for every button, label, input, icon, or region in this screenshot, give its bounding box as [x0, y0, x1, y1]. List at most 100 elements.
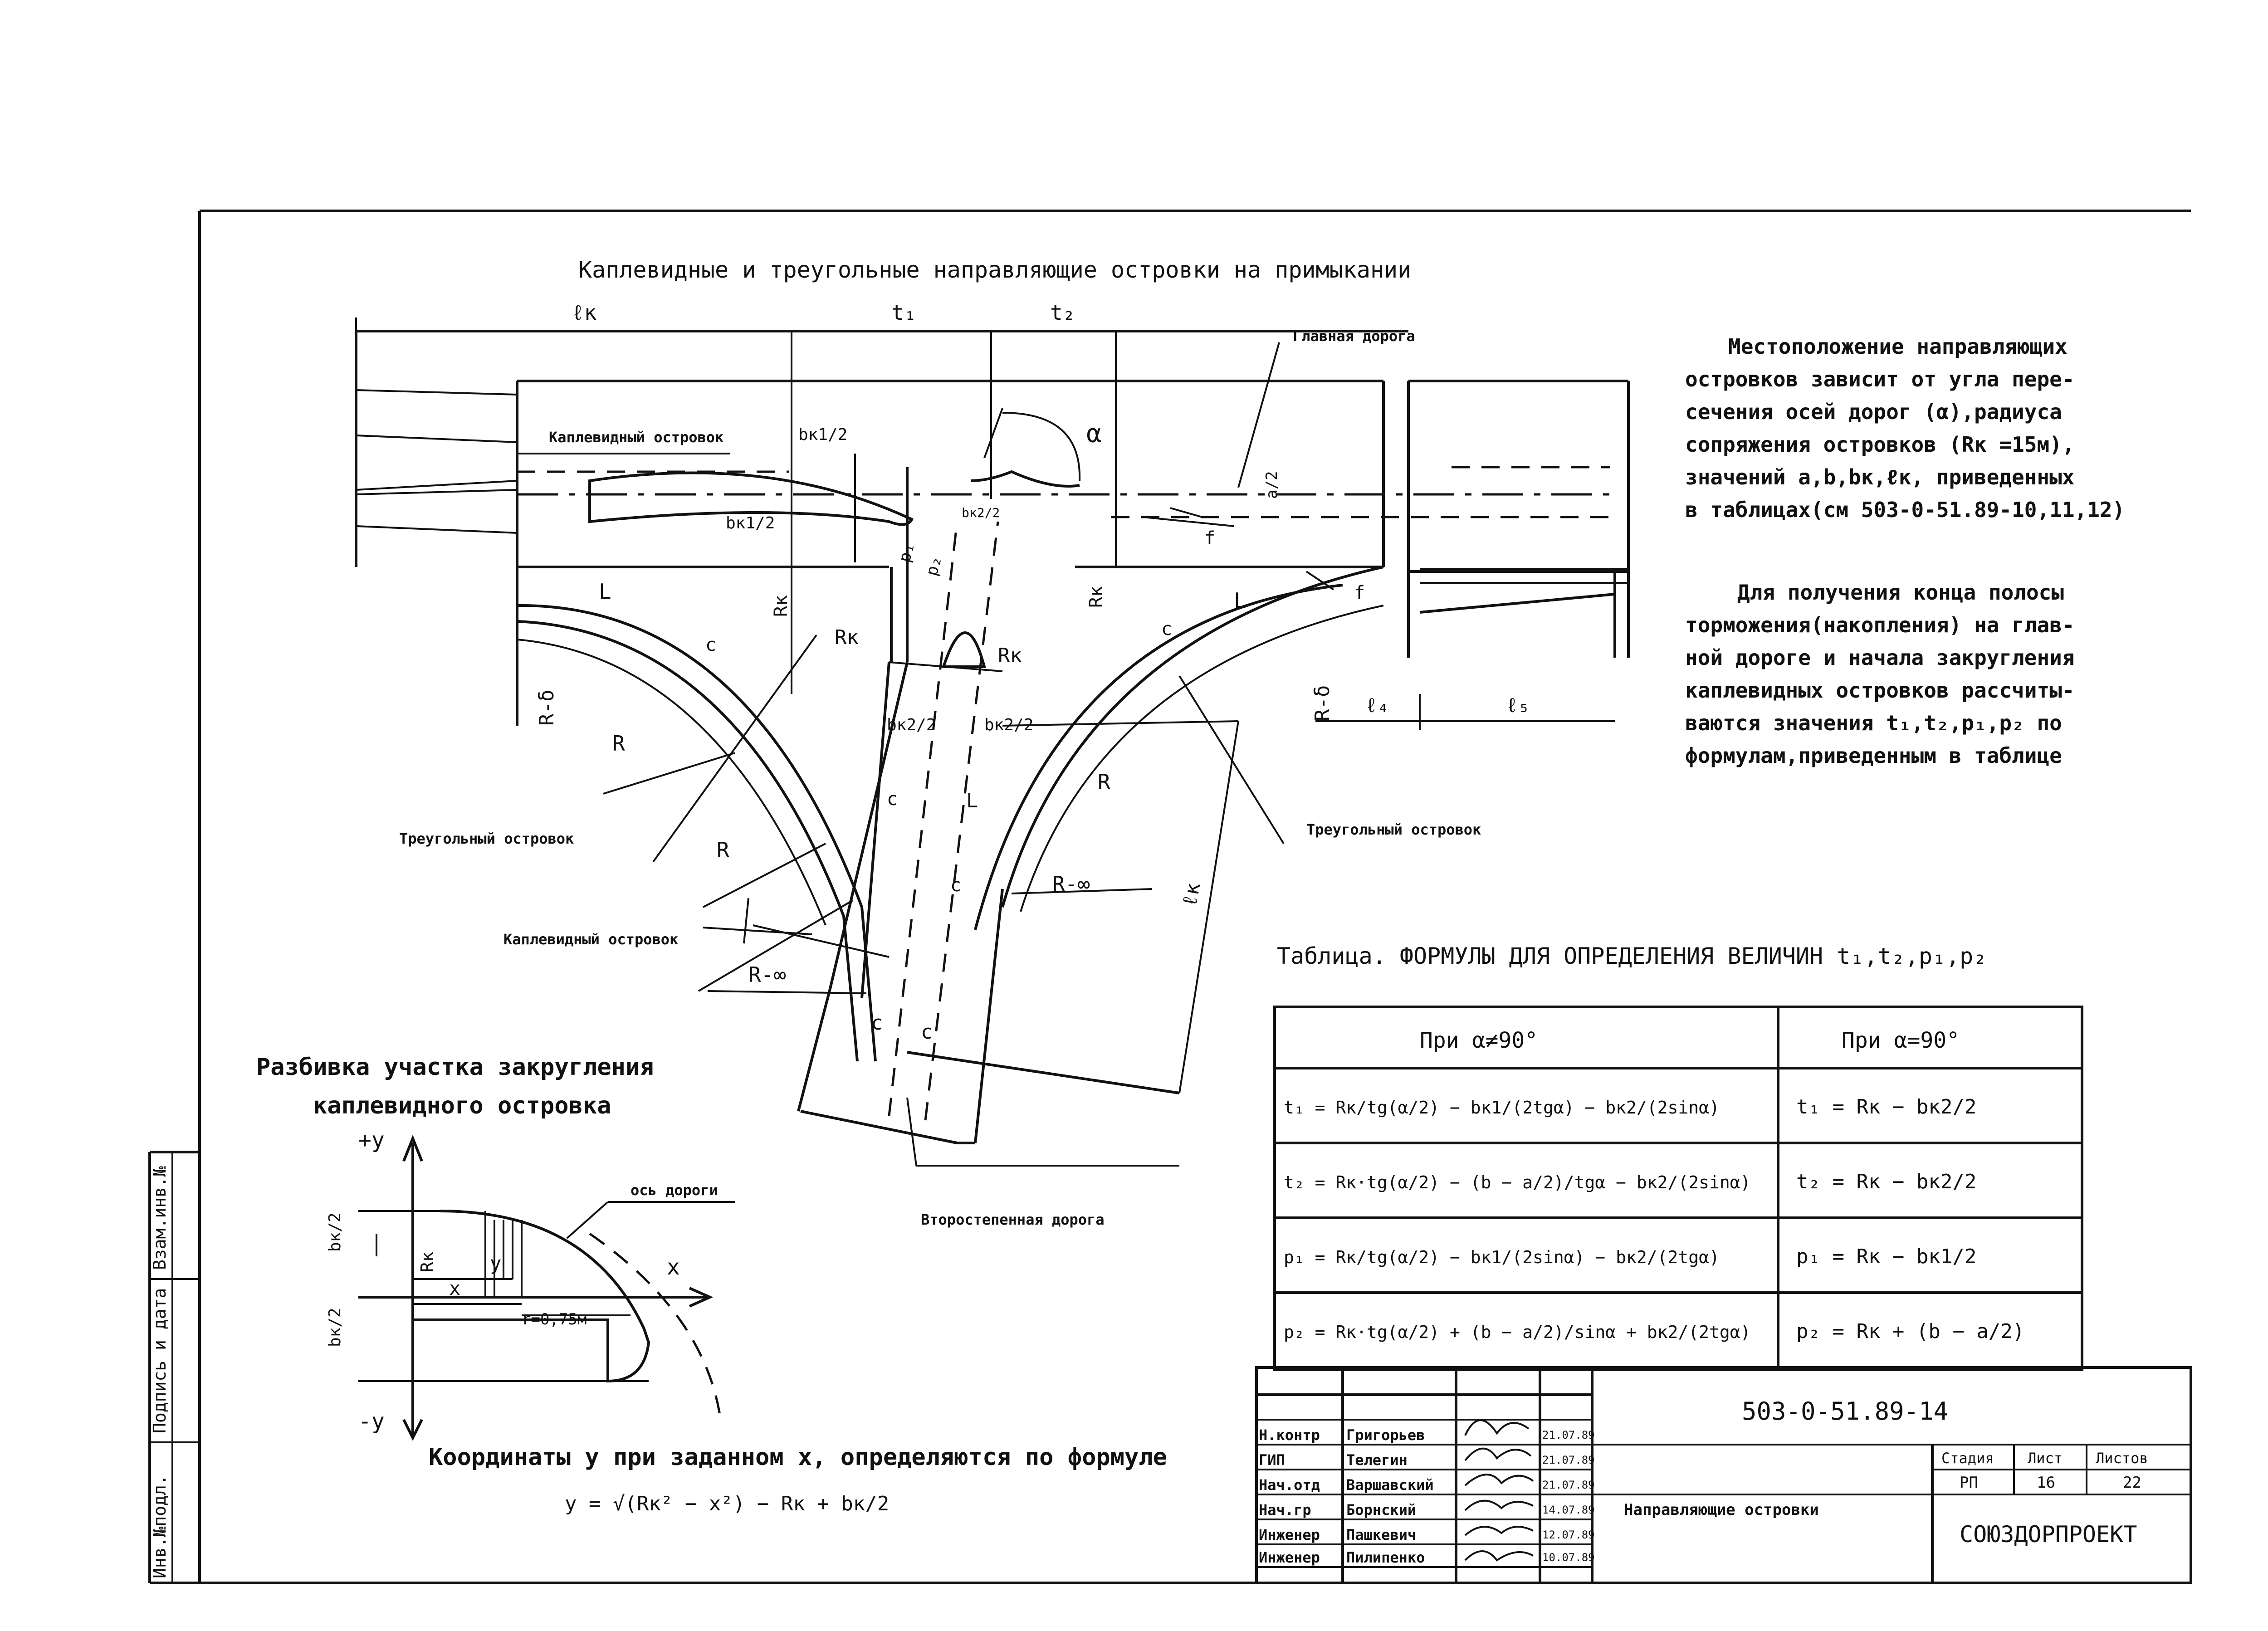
desc-p2-l3: ной дороге и начала закругления	[1685, 645, 2075, 670]
table-p1-90: p₁ = Rк − bк1/2	[1796, 1245, 1976, 1268]
stamp-name-1: Телегин	[1346, 1451, 1408, 1469]
stamp-role-1: ГИП	[1259, 1451, 1285, 1469]
label-main-road: Главная дорога	[1293, 327, 1415, 345]
stamp-name-4: Пашкевич	[1346, 1526, 1416, 1543]
desc-p1-l2: островков зависит от угла пере-	[1685, 367, 2075, 391]
table-t1-90: t₁ = Rк − bк2/2	[1796, 1095, 1976, 1118]
stamp-doc-code: 503-0-51.89-14	[1742, 1397, 1948, 1426]
stamp-sheets-head: Листов	[2096, 1450, 2148, 1467]
detail-y-neg: -y	[358, 1409, 385, 1434]
stamp-sheet: 16	[2037, 1474, 2055, 1492]
stamp-name-3: Борнский	[1346, 1501, 1416, 1519]
desc-p1-l3: сечения осей дорог (α),радиуса	[1685, 400, 2062, 424]
stamp-role-3: Нач.гр	[1259, 1501, 1311, 1519]
side-stamp-sign: Подпись и дата	[150, 1288, 170, 1433]
label-tri-island-left: Треугольный островок	[399, 830, 574, 847]
stamp-sheet-head: Лист	[2028, 1450, 2063, 1467]
detail-bk-top: bк/2	[326, 1212, 344, 1252]
detail-x-small: x	[449, 1277, 460, 1299]
side-stamp-inv: Инв.№подл.	[150, 1475, 170, 1578]
dim-c-1: c	[705, 635, 716, 655]
dim-lk: ℓк	[572, 300, 596, 325]
desc-p2-l6: формулам,приведенным в таблице	[1685, 743, 2062, 768]
dim-lk-right: ℓк	[1178, 881, 1205, 908]
signatures	[1464, 1419, 1534, 1562]
detail-bk-bottom: bк/2	[326, 1308, 344, 1347]
dim-t1: t₁	[891, 300, 916, 325]
drawing-labels: Главная дорога Каплевидный островок Треу…	[399, 300, 1530, 1228]
dim-L-right: L	[1234, 588, 1246, 613]
dim-f-1: f	[1204, 528, 1215, 549]
detail-y-small: y	[490, 1252, 501, 1275]
stamp-role-2: Нач.отд	[1259, 1476, 1320, 1494]
dim-alpha: α	[1086, 419, 1102, 449]
table-p2-90: p₂ = Rк + (b − a/2)	[1796, 1320, 2024, 1343]
desc-p2-l4: каплевидных островков рассчиты-	[1685, 678, 2075, 703]
detail-road-axis: ось дороги	[631, 1182, 718, 1199]
table-t2-general: t₂ = Rк·tg(α/2) − (b − a/2)/tgα − bк2/(2…	[1284, 1172, 1751, 1192]
dim-bk1-a: bк1/2	[798, 425, 847, 444]
stamp-stage-head: Стадия	[1941, 1450, 1994, 1467]
desc-p1-l5: значений a,b,bк,ℓк, приведенных	[1685, 465, 2074, 489]
label-drop-island-top: Каплевидный островок	[549, 429, 723, 446]
dim-p2: p₂	[923, 554, 946, 578]
coordinate-formula: Координаты y при заданном x, определяютс…	[429, 1444, 1167, 1515]
dim-c-2: c	[1161, 619, 1172, 640]
table-header-right-angle: При α=90°	[1842, 1028, 1960, 1053]
dim-R-1: R	[612, 731, 625, 756]
dim-L-left: L	[599, 579, 611, 604]
dim-bk2-a: bк2/2	[887, 716, 936, 734]
stamp-role-5: Инженер	[1259, 1549, 1320, 1566]
side-stamp: Инв.№подл. Подпись и дата Взам.инв.№	[150, 1166, 170, 1578]
detail-title-2: каплевидного островка	[313, 1092, 611, 1119]
table-p2-general: p₂ = Rк·tg(α/2) + (b − a/2)/sinα + bк2/(…	[1284, 1322, 1751, 1342]
label-tri-island-right: Треугольный островок	[1306, 821, 1481, 838]
stamp-name-5: Пилипенко	[1346, 1549, 1425, 1566]
dim-l4: ℓ₄	[1365, 694, 1389, 717]
table-header-general: При α≠90°	[1420, 1028, 1538, 1053]
stamp-date-5: 10.07.89	[1542, 1551, 1595, 1564]
dim-l5: ℓ₅	[1506, 694, 1530, 717]
desc-p1-l4: сопряжения островков (Rк =15м),	[1685, 432, 2075, 457]
stamp-date-4: 12.07.89	[1542, 1528, 1595, 1541]
detail-title-1: Разбивка участка закругления	[256, 1054, 654, 1081]
table-t2-90: t₂ = Rк − bк2/2	[1796, 1170, 1976, 1193]
stamp-name-2: Варшавский	[1346, 1476, 1434, 1494]
dim-R-3: R	[1098, 770, 1110, 794]
formula-caption: Координаты y при заданном x, определяютс…	[429, 1444, 1167, 1471]
table-t1-general: t₁ = Rк/tg(α/2) − bк1/(2tgα) − bк2/(2sin…	[1284, 1098, 1720, 1118]
dim-c-3: c	[887, 789, 898, 810]
dim-c-4: c	[950, 875, 961, 896]
dim-bk2-b: bк2/2	[984, 716, 1033, 734]
stamp-date-0: 21.07.89	[1542, 1429, 1595, 1441]
stamp-stage: РП	[1960, 1474, 1978, 1492]
dim-rk-3: Rк	[998, 644, 1022, 667]
table-caption: Таблица. ФОРМУЛЫ ДЛЯ ОПРЕДЕЛЕНИЯ ВЕЛИЧИН…	[1277, 943, 1987, 969]
stamp-sheets: 22	[2123, 1474, 2141, 1492]
dim-bk1-b: bк1/2	[726, 514, 775, 532]
table-p1-general: p₁ = Rк/tg(α/2) − bк1/(2sinα) − bк2/(2tg…	[1284, 1247, 1720, 1267]
stamp-org: СОЮЗДОРПРОЕКТ	[1960, 1521, 2137, 1548]
sheet-frame	[148, 210, 2191, 1584]
detail-x-axis: x	[667, 1255, 680, 1280]
dim-c-5: c	[871, 1011, 883, 1035]
detail-rk: Rк	[417, 1251, 437, 1272]
stamp-date-1: 21.07.89	[1542, 1454, 1595, 1466]
desc-p1-l6: в таблицах(см 503-0-51.89-10,11,12)	[1685, 498, 2125, 522]
dim-L-mid: L	[966, 789, 978, 812]
desc-p2-l2: торможения(накопления) на глав-	[1685, 613, 2075, 637]
label-drop-island-bottom: Каплевидный островок	[503, 931, 678, 948]
formula-expression: y = √(Rк² − x²) − Rк + bк/2	[565, 1492, 889, 1515]
dim-r-delta-right: R-δ	[1311, 685, 1334, 721]
dim-R-inf-1: R-∞	[1052, 872, 1090, 896]
dim-rk-1: Rк	[771, 595, 792, 617]
dim-f-2: f	[1354, 582, 1365, 603]
detail-r075: r=0,75м	[522, 1310, 587, 1328]
detail-y-pos: +y	[358, 1128, 385, 1153]
dim-c-6: c	[921, 1021, 933, 1044]
dim-a2: a/2	[1263, 471, 1281, 499]
desc-p2-l1: Для получения конца полосы	[1737, 580, 2064, 605]
detail-sketch: Разбивка участка закругления каплевидног…	[256, 1054, 735, 1441]
dim-bk2-small: bк2/2	[962, 505, 1000, 520]
